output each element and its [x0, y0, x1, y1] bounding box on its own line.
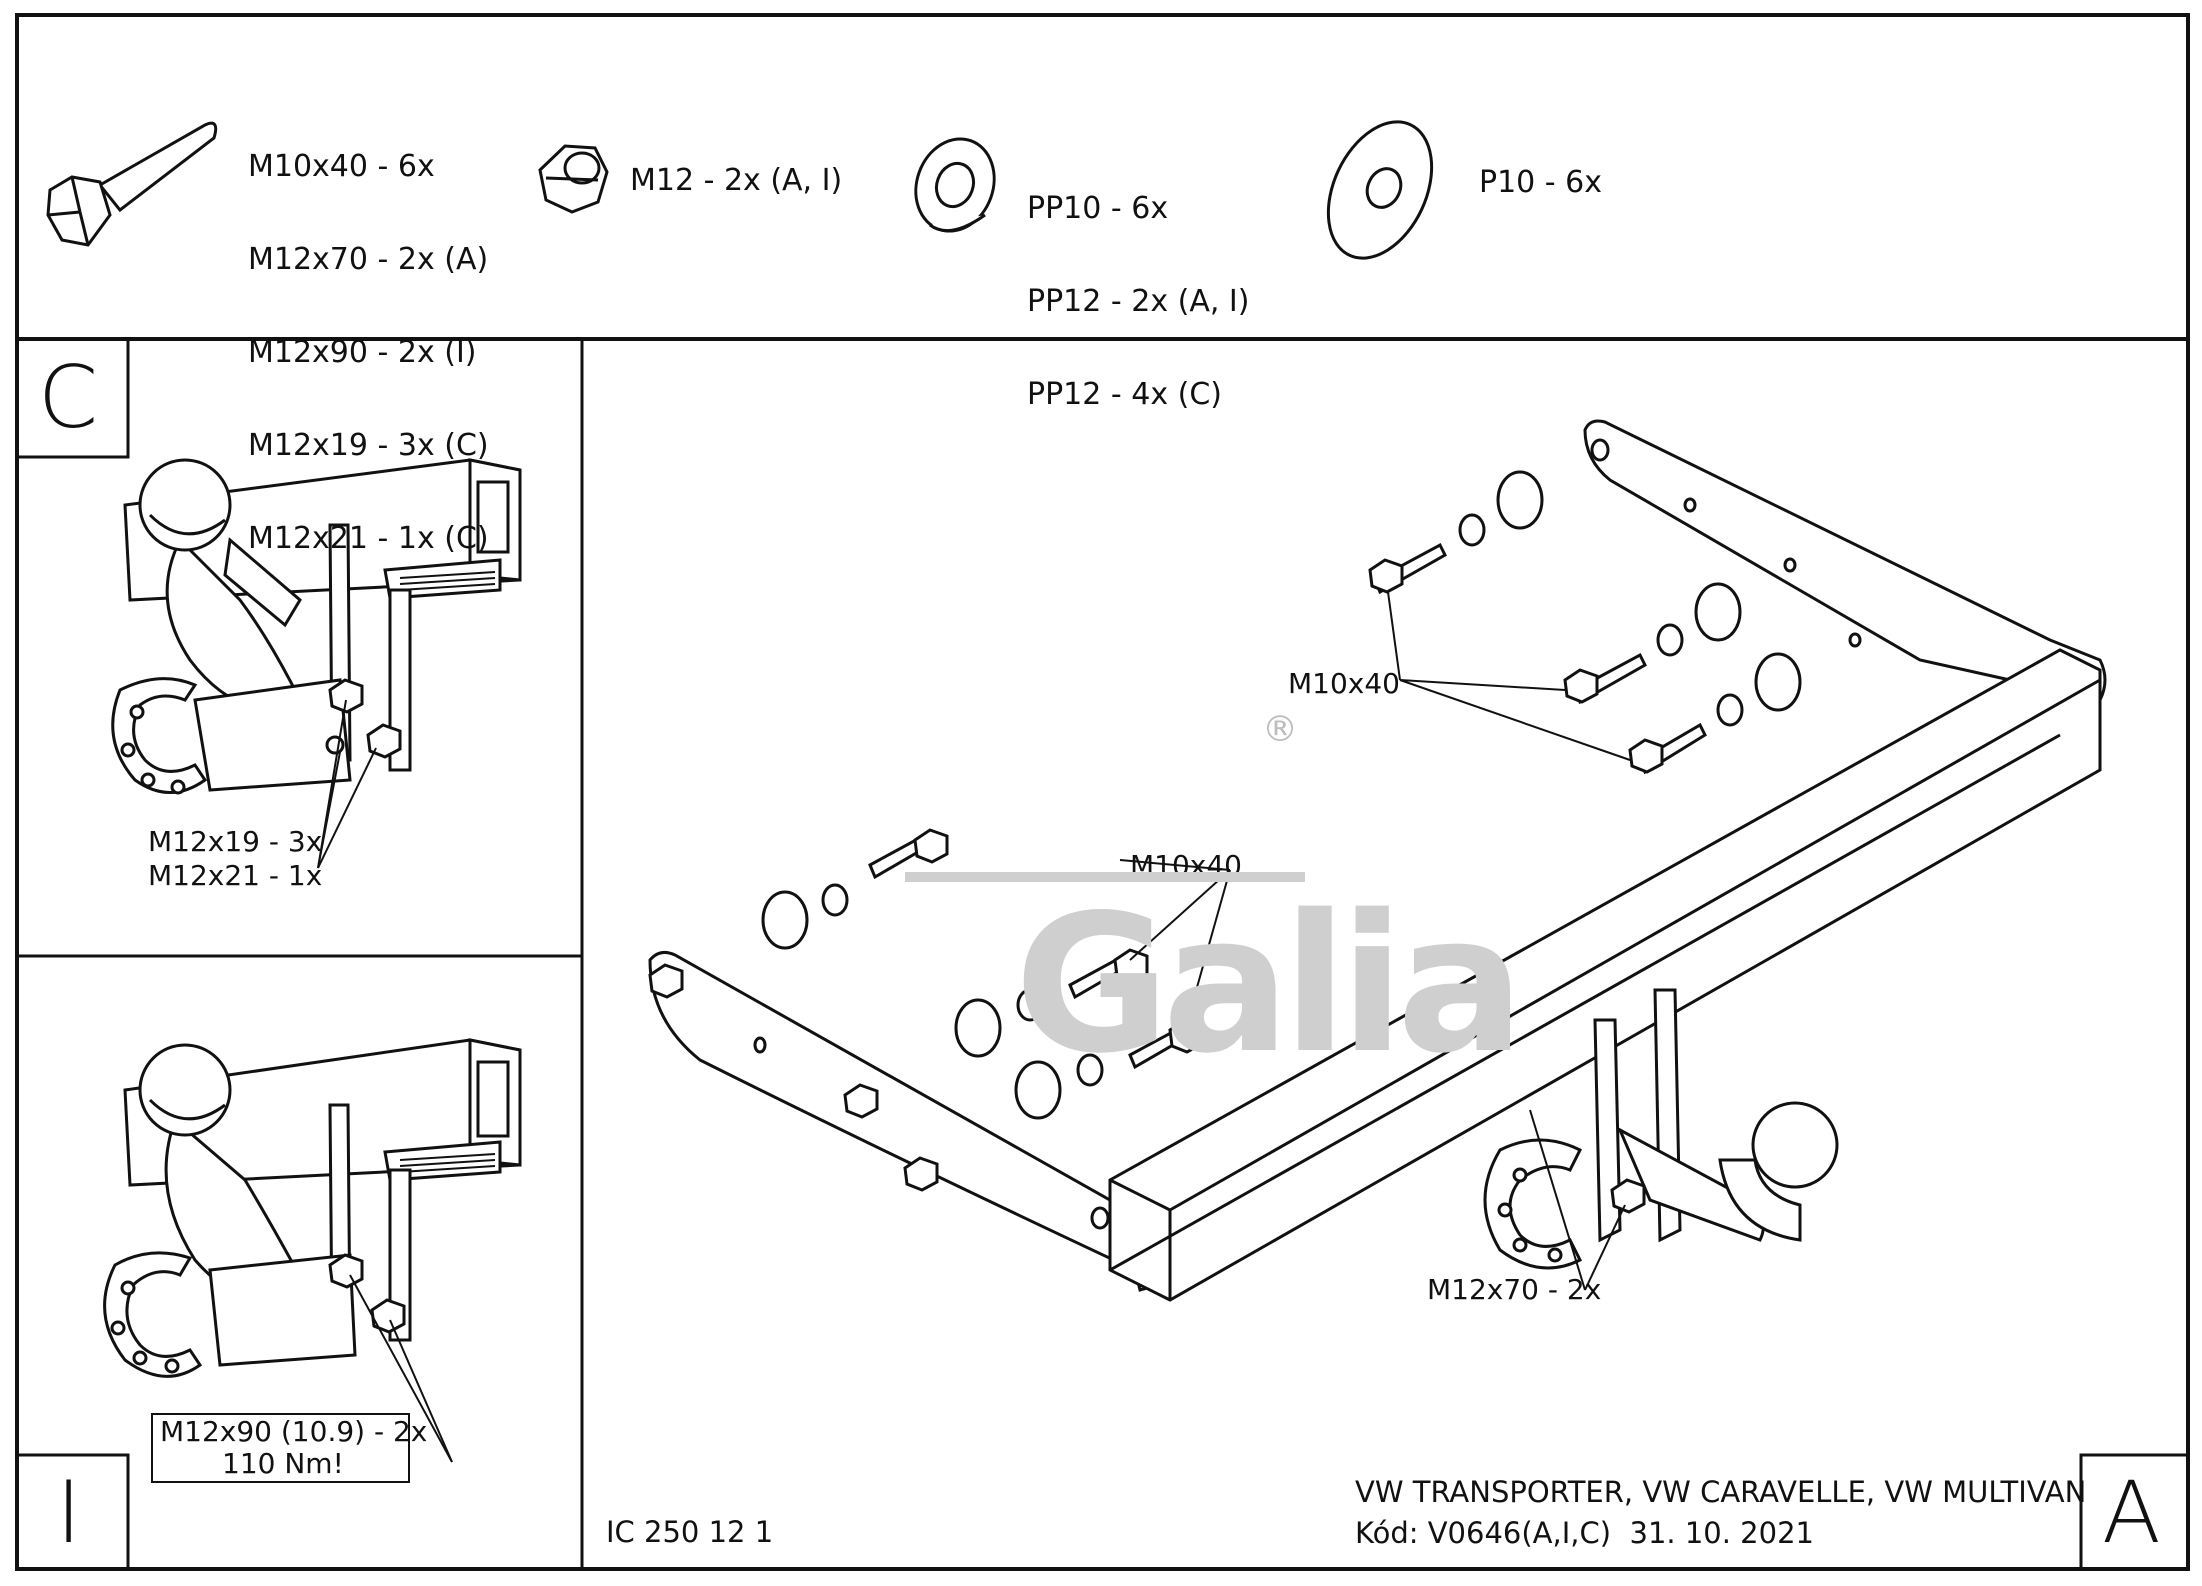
panel-c-callout-1: M12x19 - 3x — [148, 825, 323, 858]
panel-c-leader-lines — [317, 699, 377, 869]
panel-c-illustration — [111, 458, 522, 795]
panel-a-callout-bottom: M12x70 - 2x — [1427, 1273, 1602, 1306]
corner-box-i — [15, 1453, 130, 1571]
brand-logo: Galia — [898, 700, 1525, 1080]
brand-logo-underline — [905, 872, 1305, 882]
brand-logo-registered-mark: ® — [1262, 709, 1298, 750]
bolt-spec-2: M12x70 - 2x (A) — [248, 242, 489, 277]
panel-i-box-line-2: 110 Nm! — [222, 1447, 344, 1480]
panel-a-illustration — [648, 419, 2107, 1302]
drawing-code: IC 250 12 1 — [606, 1515, 774, 1549]
flat-washer-spec: P10 - 6x — [1479, 165, 1603, 200]
outer-frame — [15, 13, 2190, 1571]
bolt-list: M10x40 - 6x M12x70 - 2x (A) M12x90 - 2x … — [248, 92, 489, 587]
spring-washer-list: PP10 - 6x PP12 - 2x (A, I) PP12 - 4x (C) — [1027, 134, 1249, 443]
panel-c-callout-2: M12x21 - 1x — [148, 859, 323, 892]
panel-a-leader-lines — [1119, 591, 1631, 1291]
bolt-icon — [46, 121, 218, 247]
spring-washer-icon — [914, 137, 996, 233]
bolt-spec-3: M12x90 - 2x (I) — [248, 335, 477, 370]
spring-washer-spec-3: PP12 - 4x (C) — [1027, 377, 1222, 412]
panel-i-box-line-1: M12x90 (10.9) - 2x — [160, 1415, 428, 1448]
bolt-spec-1: M10x40 - 6x — [248, 149, 435, 184]
nut-spec: M12 - 2x (A, I) — [630, 163, 843, 198]
spring-washer-spec-2: PP12 - 2x (A, I) — [1027, 284, 1250, 319]
panel-letter-a: A — [2102, 1463, 2161, 1563]
corner-box-c — [15, 337, 130, 459]
corner-box-a — [2079, 1453, 2190, 1571]
panel-letter-i: I — [56, 1463, 82, 1563]
nut-icon — [538, 144, 609, 214]
vehicle-list: VW TRANSPORTER, VW CARAVELLE, VW MULTIVA… — [1355, 1475, 2087, 1509]
flat-washer-icon — [1326, 120, 1434, 260]
torque-note-box — [151, 1413, 410, 1483]
code-and-date: Kód: V0646(A,I,C) 31. 10. 2021 — [1355, 1516, 1814, 1550]
spring-washer-spec-1: PP10 - 6x — [1027, 191, 1169, 226]
bolt-spec-4: M12x19 - 3x (C) — [248, 428, 489, 463]
bolt-spec-5: M12x21 - 1x (C) — [248, 521, 489, 556]
panel-i-illustration — [103, 1038, 522, 1378]
panel-i-leader-lines — [349, 1274, 453, 1463]
panel-letter-c: C — [38, 348, 99, 448]
panel-a-callout-top: M10x40 — [1288, 667, 1400, 700]
brand-logo-text: Galia — [1014, 874, 1525, 1095]
